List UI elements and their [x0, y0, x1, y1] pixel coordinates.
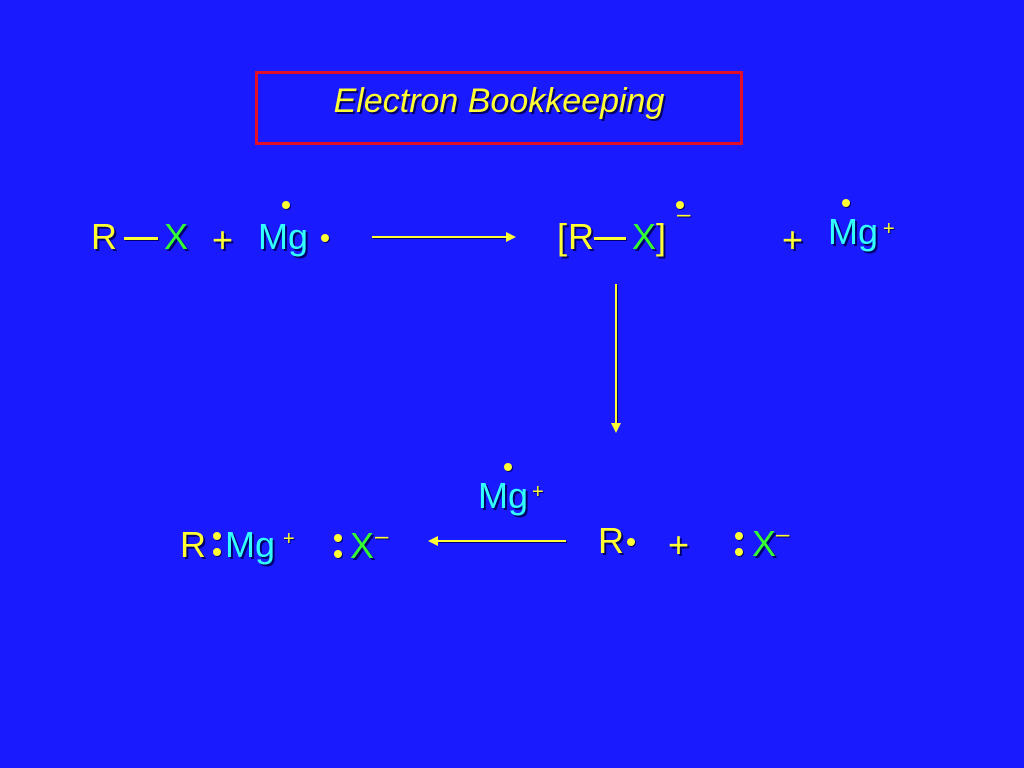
bracket-open: [ [557, 216, 568, 257]
r-x-bond [124, 237, 158, 240]
mg-cation: Mg [478, 475, 529, 516]
mg-cation-charge: + [532, 481, 544, 503]
electron-dot [282, 201, 290, 209]
electron-dot [213, 532, 221, 540]
mg-cation: Mg [828, 211, 879, 252]
plus-sign: + [212, 219, 234, 260]
arrow-left [428, 536, 567, 546]
arrow-down [611, 284, 621, 433]
electron-dot [627, 538, 635, 546]
bracket-close: ] [656, 216, 667, 257]
product-mg-charge: + [283, 528, 295, 550]
electron-dot [213, 548, 221, 556]
electron-dot [334, 550, 342, 558]
product-x: X [350, 525, 375, 566]
halide-anion: X [752, 523, 777, 564]
plus-sign: + [782, 219, 804, 260]
title-box [255, 71, 743, 145]
reactant-mg: Mg [258, 216, 309, 257]
r-x-bond [594, 237, 626, 240]
product-mg: Mg [225, 524, 276, 565]
r-radical: R [598, 520, 624, 561]
electron-dot [842, 199, 850, 207]
reactant-r: R [91, 216, 117, 257]
page-title: Electron Bookkeeping [333, 82, 665, 120]
product-r: R [180, 524, 206, 565]
halide-charge: – [776, 521, 790, 548]
radical-anion-x: X [632, 216, 657, 257]
product-x-charge: – [375, 523, 389, 550]
electron-dot [504, 463, 512, 471]
radical-anion-charge: – [677, 201, 691, 228]
electron-dot [321, 234, 329, 242]
mg-cation-charge: + [883, 218, 895, 240]
electron-dot [676, 201, 684, 209]
electron-dot [735, 532, 743, 540]
plus-sign: + [668, 524, 690, 565]
arrow-right [372, 232, 516, 242]
electron-dot [735, 548, 743, 556]
radical-anion-r: R [568, 216, 594, 257]
electron-dot [334, 534, 342, 542]
reactant-x: X [164, 216, 189, 257]
